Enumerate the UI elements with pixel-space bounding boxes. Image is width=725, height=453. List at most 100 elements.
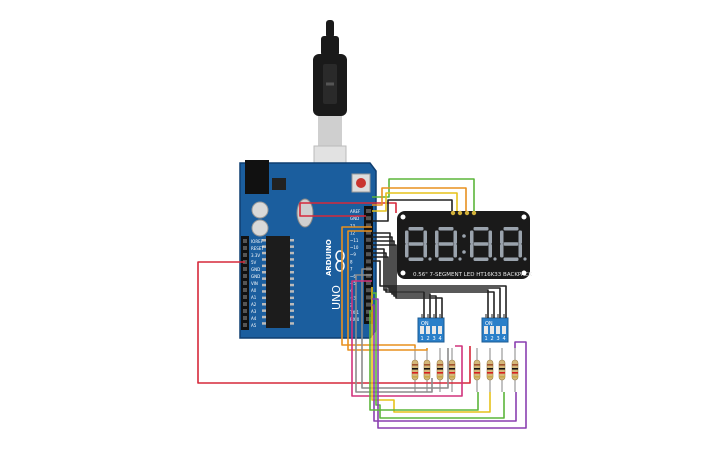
- display-pin[interactable]: [450, 210, 456, 216]
- header-pin[interactable]: [366, 302, 371, 307]
- wire[interactable]: [372, 240, 437, 318]
- header-pin[interactable]: [243, 267, 247, 271]
- wire[interactable]: [372, 236, 431, 318]
- dip-toggle[interactable]: [502, 326, 506, 334]
- header-pin[interactable]: [366, 309, 371, 314]
- header-pin[interactable]: [366, 216, 371, 221]
- header-pin[interactable]: [366, 223, 371, 228]
- wire[interactable]: [372, 187, 467, 211]
- header-pin[interactable]: [366, 281, 371, 285]
- header-pin[interactable]: [243, 281, 247, 285]
- header-pin[interactable]: [243, 274, 247, 278]
- wire[interactable]: [372, 260, 507, 318]
- wire[interactable]: [369, 310, 479, 411]
- display-pin[interactable]: [471, 210, 477, 216]
- segment: [438, 257, 454, 261]
- header-pin[interactable]: [366, 252, 371, 257]
- header-pin[interactable]: [366, 230, 371, 235]
- header-pin[interactable]: [243, 295, 247, 299]
- display-pin[interactable]: [457, 210, 463, 216]
- dip-toggle[interactable]: [426, 326, 430, 334]
- seven-segment-display[interactable]: 0.56" 7-SEGMENT LED HT16K33 BACKPACK: [397, 210, 532, 279]
- header-pin[interactable]: [366, 209, 371, 213]
- wire[interactable]: [372, 178, 475, 211]
- header-pin[interactable]: [243, 246, 247, 250]
- header-pin[interactable]: [366, 237, 371, 242]
- dip-toggle[interactable]: [420, 326, 424, 334]
- dip-toggle[interactable]: [438, 326, 442, 334]
- header-pin-label: 5V: [251, 260, 257, 265]
- header-pin[interactable]: [366, 317, 371, 321]
- segment: [435, 230, 439, 244]
- decimal-point: [493, 257, 497, 261]
- wire[interactable]: [372, 252, 495, 318]
- wire[interactable]: [371, 287, 491, 413]
- wire[interactable]: [341, 226, 416, 348]
- chip-pin: [290, 283, 294, 287]
- wire[interactable]: [372, 304, 517, 422]
- dip-toggle[interactable]: [496, 326, 500, 334]
- capacitor-1: [251, 201, 269, 219]
- header-pin-label: ~11: [350, 238, 359, 243]
- wire[interactable]: [347, 230, 428, 351]
- segment: [500, 230, 504, 244]
- header-pin[interactable]: [243, 316, 247, 320]
- wire[interactable]: [355, 274, 433, 393]
- resistor-array[interactable]: [411, 348, 519, 392]
- wire[interactable]: [372, 298, 527, 429]
- chip-pin: [262, 264, 266, 268]
- wire[interactable]: [372, 192, 458, 212]
- chip-pin: [290, 303, 294, 306]
- header-pin[interactable]: [366, 288, 371, 293]
- dip-toggle[interactable]: [490, 326, 494, 334]
- resistor-band: [512, 372, 518, 374]
- header-pin[interactable]: [366, 295, 371, 300]
- chip-pins: [262, 239, 294, 325]
- header-pin[interactable]: [366, 259, 371, 264]
- wire[interactable]: [372, 292, 505, 419]
- wire[interactable]: [361, 268, 449, 389]
- resistor-band: [437, 364, 443, 366]
- header-pin[interactable]: [243, 253, 247, 257]
- header-pin[interactable]: [243, 309, 247, 313]
- header-pin[interactable]: [243, 302, 247, 306]
- dip-number: 4: [503, 336, 506, 342]
- wire[interactable]: [299, 202, 397, 217]
- header-pin[interactable]: [243, 239, 247, 243]
- display-pins: [450, 210, 477, 216]
- header-pin[interactable]: [243, 288, 247, 292]
- segment: [453, 244, 457, 258]
- wire[interactable]: [197, 261, 471, 384]
- header-pin-label: 12: [350, 231, 356, 236]
- resistor-band: [412, 372, 418, 374]
- resistor-band: [499, 364, 505, 366]
- segment: [408, 242, 424, 246]
- header-pin[interactable]: [366, 245, 371, 249]
- display-pin[interactable]: [464, 210, 470, 216]
- wire[interactable]: [351, 280, 463, 397]
- resistor-band: [487, 364, 493, 366]
- decimal-point: [523, 257, 527, 261]
- header-pin-label: ~5: [350, 281, 356, 286]
- wire[interactable]: [372, 248, 489, 318]
- reset-button-cap[interactable]: [356, 178, 366, 188]
- resistor-band: [424, 364, 430, 366]
- mounting-hole-right: [521, 270, 527, 276]
- header-pin-label: 3.3V: [251, 253, 260, 258]
- resistor-band: [424, 376, 430, 378]
- chip-pin: [262, 309, 266, 312]
- mounting-hole-top-left: [400, 214, 406, 220]
- header-pin[interactable]: [243, 323, 247, 327]
- resistor-band: [499, 368, 505, 370]
- chip-pin: [262, 290, 266, 293]
- dip-toggle[interactable]: [432, 326, 436, 334]
- wire[interactable]: [372, 256, 501, 318]
- resistor-band: [449, 364, 455, 366]
- dip-toggle[interactable]: [484, 326, 488, 334]
- wire[interactable]: [372, 199, 453, 222]
- wire[interactable]: [372, 244, 443, 318]
- resistor-band: [449, 372, 455, 374]
